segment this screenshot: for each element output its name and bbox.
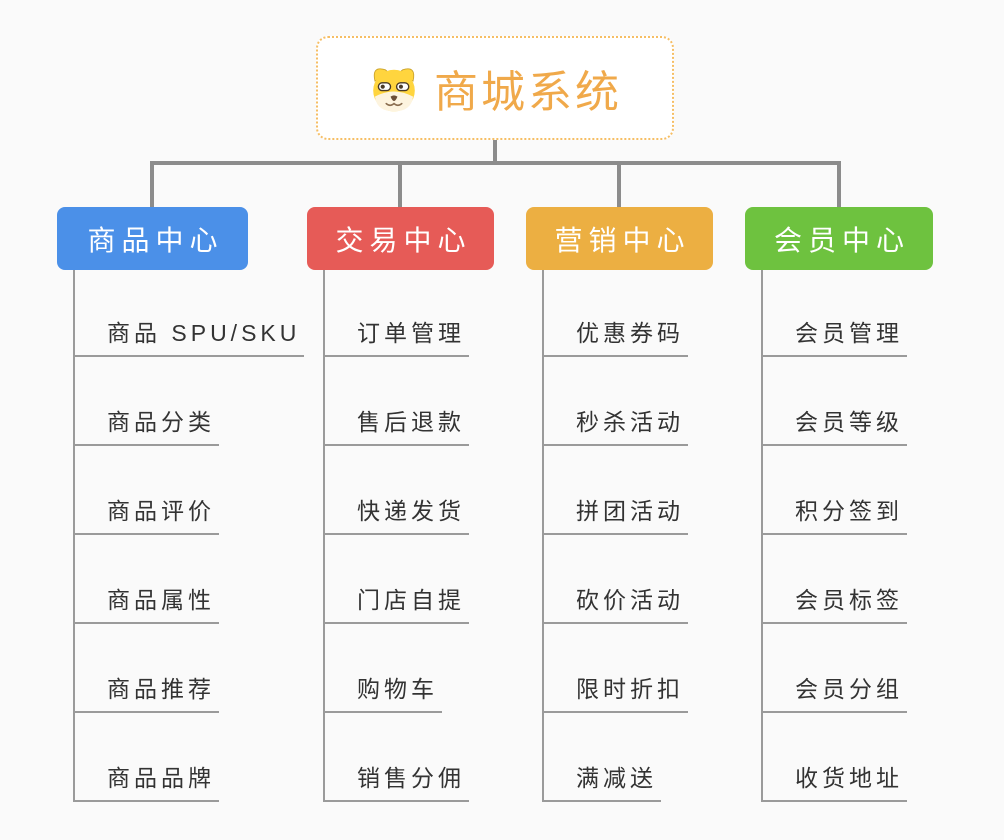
child-item[interactable]: 商品评价 xyxy=(75,495,219,535)
branch-bus-line xyxy=(150,161,841,165)
branch-node-member[interactable]: 会员中心 xyxy=(745,207,933,270)
branch-drop-line xyxy=(150,163,154,207)
branch-drop-line xyxy=(617,163,621,207)
branch-member: 会员中心 会员管理会员等级积分签到会员标签会员分组收货地址 xyxy=(745,207,933,802)
child-item[interactable]: 会员标签 xyxy=(763,584,907,624)
branch-label: 会员中心 xyxy=(773,224,910,256)
child-item[interactable]: 商品属性 xyxy=(75,584,219,624)
child-item[interactable]: 商品推荐 xyxy=(75,673,219,713)
child-item[interactable]: 秒杀活动 xyxy=(544,406,688,446)
child-item[interactable]: 商品 SPU/SKU xyxy=(75,317,305,357)
child-item[interactable]: 商品品牌 xyxy=(75,762,219,802)
branch-label: 交易中心 xyxy=(335,224,472,256)
child-item[interactable]: 限时折扣 xyxy=(544,673,688,713)
branch-children: 会员管理会员等级积分签到会员标签会员分组收货地址 xyxy=(761,270,907,802)
dog-face-icon xyxy=(373,68,415,112)
branch-children: 商品 SPU/SKU 商品分类商品评价商品属性商品推荐商品品牌 xyxy=(73,270,305,802)
root-node[interactable]: 商城系统 xyxy=(316,36,674,140)
child-item[interactable]: 优惠券码 xyxy=(544,317,688,357)
child-item[interactable]: 商品分类 xyxy=(75,406,219,446)
branch-children: 订单管理售后退款快递发货门店自提购物车销售分佣 xyxy=(323,270,469,802)
branch-children: 优惠券码秒杀活动拼团活动砍价活动限时折扣满减送 xyxy=(542,270,688,802)
branch-label: 营销中心 xyxy=(554,224,691,256)
child-item[interactable]: 订单管理 xyxy=(325,317,469,357)
branch-node-marketing[interactable]: 营销中心 xyxy=(526,207,713,270)
branch-trade: 交易中心 订单管理售后退款快递发货门店自提购物车销售分佣 xyxy=(307,207,494,802)
branch-node-trade[interactable]: 交易中心 xyxy=(307,207,494,270)
child-item[interactable]: 满减送 xyxy=(544,762,661,802)
branch-marketing: 营销中心 优惠券码秒杀活动拼团活动砍价活动限时折扣满减送 xyxy=(526,207,713,802)
root-title: 商城系统 xyxy=(434,68,622,117)
branch-drop-line xyxy=(398,163,402,207)
child-item[interactable]: 积分签到 xyxy=(763,495,907,535)
child-item[interactable]: 会员管理 xyxy=(763,317,907,357)
child-item[interactable]: 会员等级 xyxy=(763,406,907,446)
child-item[interactable]: 砍价活动 xyxy=(544,584,688,624)
child-item[interactable]: 收货地址 xyxy=(763,762,907,802)
child-item[interactable]: 售后退款 xyxy=(325,406,469,446)
child-item[interactable]: 拼团活动 xyxy=(544,495,688,535)
child-item[interactable]: 快递发货 xyxy=(325,495,469,535)
child-item[interactable]: 门店自提 xyxy=(325,584,469,624)
branch-label: 商品中心 xyxy=(87,224,224,256)
branch-node-product[interactable]: 商品中心 xyxy=(57,207,248,270)
child-item[interactable]: 购物车 xyxy=(325,673,442,713)
root-connector-line xyxy=(493,140,497,165)
branch-drop-line xyxy=(837,163,841,207)
child-item[interactable]: 会员分组 xyxy=(763,673,907,713)
branch-product: 商品中心 商品 SPU/SKU 商品分类商品评价商品属性商品推荐商品品牌 xyxy=(57,207,305,802)
child-item[interactable]: 销售分佣 xyxy=(325,762,469,802)
